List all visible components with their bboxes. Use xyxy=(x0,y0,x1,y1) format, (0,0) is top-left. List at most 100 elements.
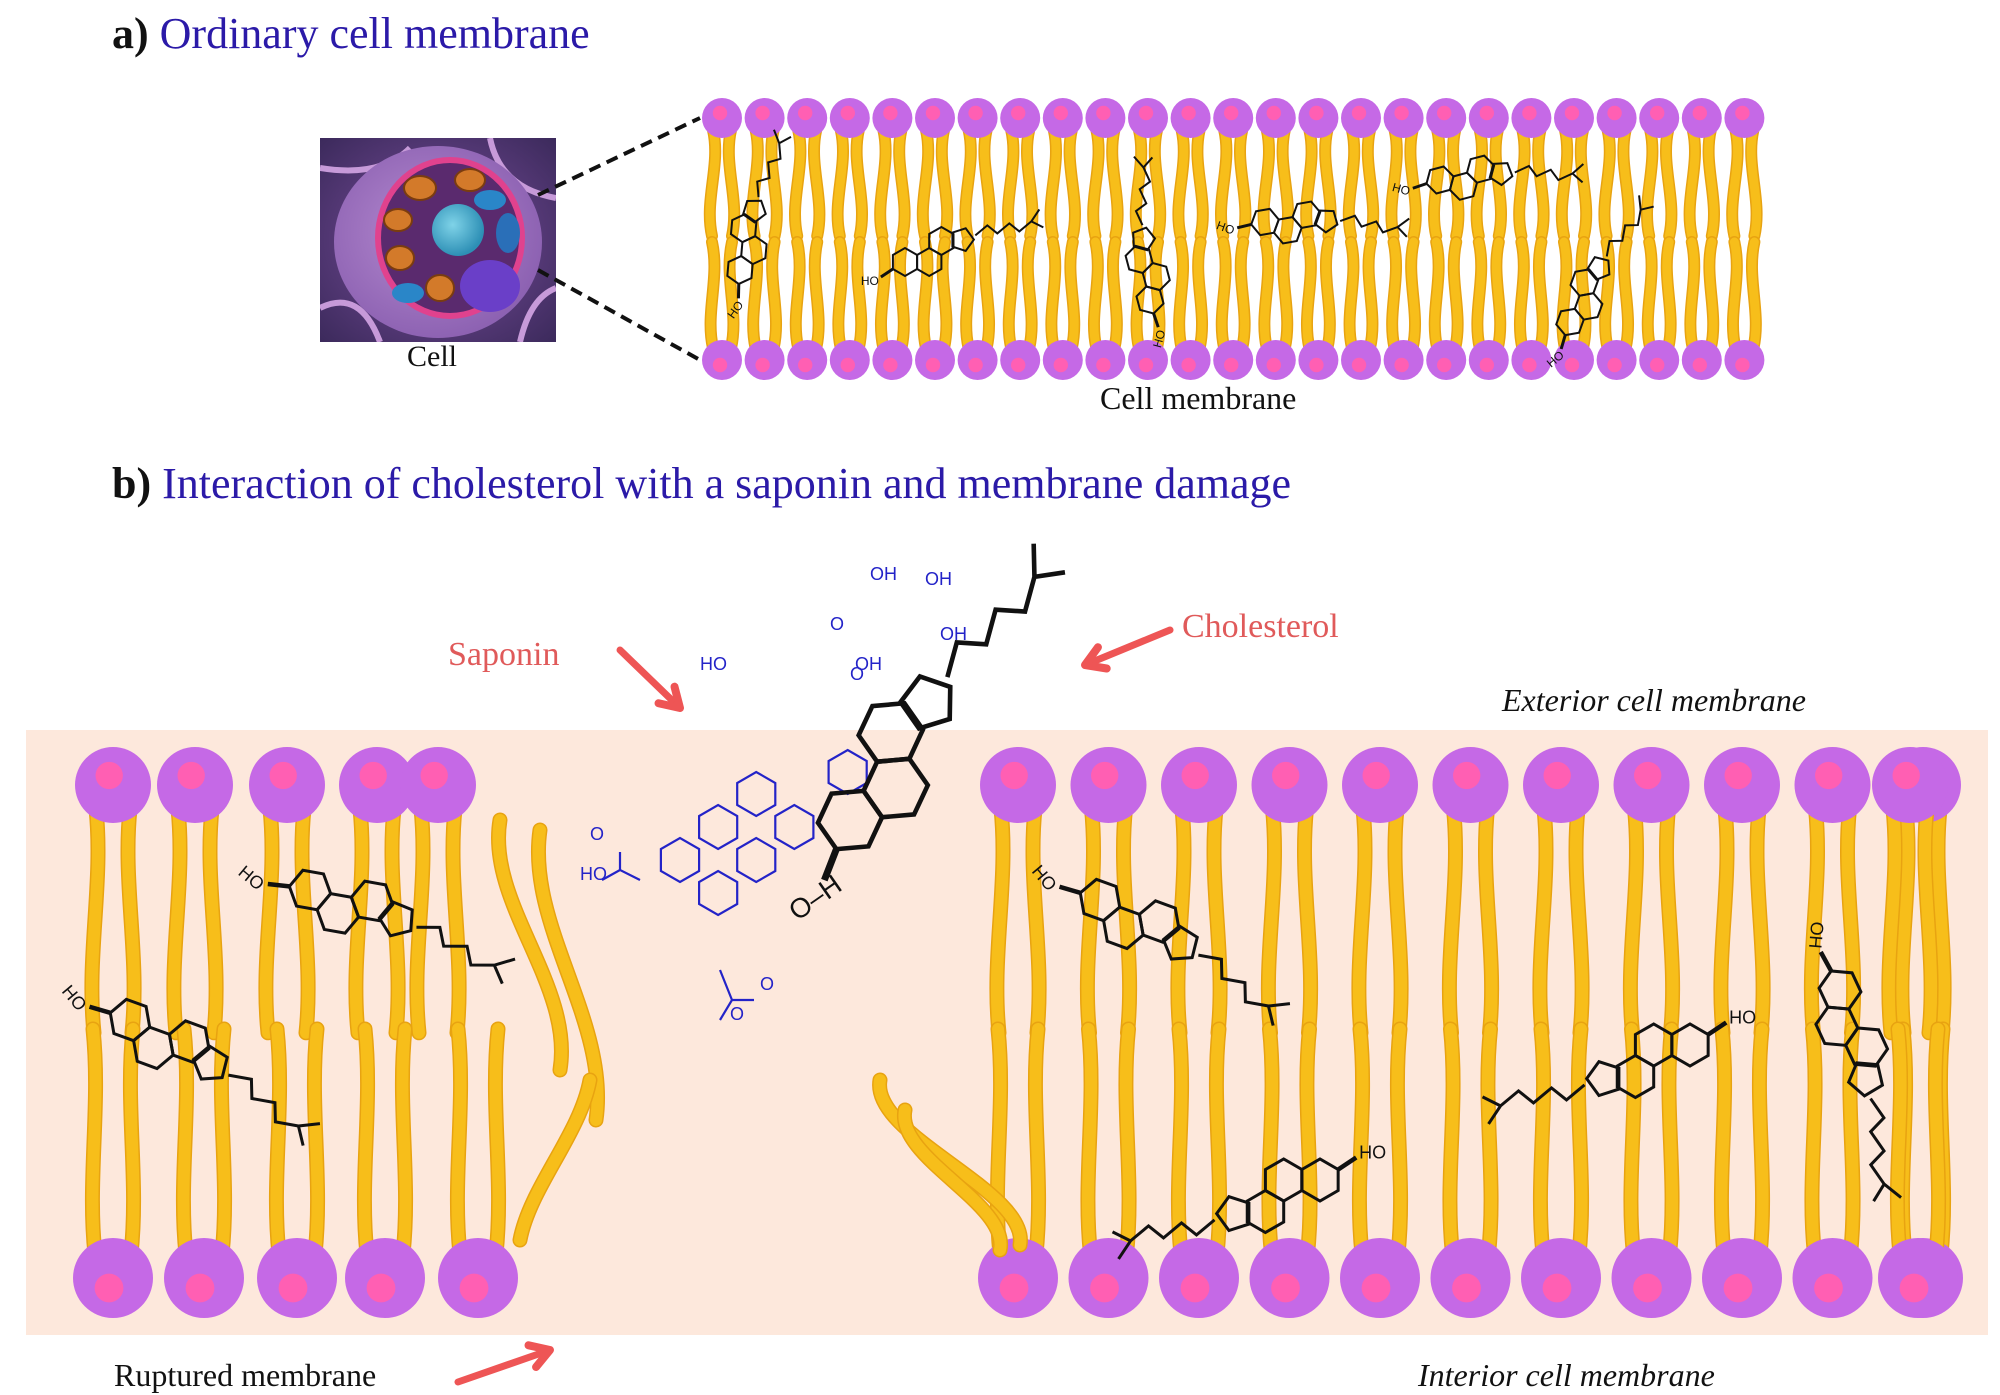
bilayer-b xyxy=(73,747,1963,1318)
ring-d xyxy=(741,199,767,224)
side-chain xyxy=(1514,163,1585,184)
mitochondrion xyxy=(425,274,455,302)
lipid-head-core xyxy=(712,105,728,121)
lipid-tail xyxy=(748,237,762,353)
lipid-tail xyxy=(1533,801,1553,1039)
lipid-tail xyxy=(1131,125,1146,241)
lipid-tail xyxy=(1262,1023,1279,1260)
lipid-head-core xyxy=(755,105,770,121)
lipid-head-core xyxy=(1522,105,1537,121)
lipid-tail xyxy=(1704,125,1719,241)
lipid-head-core xyxy=(94,1273,124,1303)
lipid-head-core xyxy=(1735,105,1750,121)
lipid-tail xyxy=(1704,237,1718,353)
lipid-tail xyxy=(1685,237,1699,353)
ring-c xyxy=(1137,899,1181,944)
hydroxyl-label: OH xyxy=(1805,921,1827,950)
lipid-head-core xyxy=(1351,105,1367,121)
lipid-head-core xyxy=(840,105,855,121)
saponin-ring xyxy=(774,803,815,851)
lipid-tail xyxy=(1150,125,1165,241)
lipid-tail xyxy=(86,1023,102,1260)
ring-c xyxy=(856,700,926,765)
hydroxyl-bond xyxy=(1818,950,1834,973)
ring-c xyxy=(1465,154,1496,184)
bilayer-a xyxy=(702,98,1765,380)
lipid-tail xyxy=(1278,237,1292,353)
lipid-tail xyxy=(1533,125,1549,241)
lipid-tail xyxy=(895,237,909,353)
lipid-head-core xyxy=(1564,105,1580,121)
panel-b-heading: b) Interaction of cholesterol with a sap… xyxy=(112,458,1291,509)
lipid-tail xyxy=(1302,237,1316,353)
side-chain xyxy=(1481,1083,1586,1125)
lipid-head-core xyxy=(1181,357,1196,373)
ring-d xyxy=(1132,226,1157,252)
lipid-head-core xyxy=(1542,1273,1572,1303)
lipid-tail xyxy=(1728,237,1742,353)
lipid-tail xyxy=(937,125,952,241)
lipid-tail xyxy=(1300,1023,1317,1260)
lipid-head-core xyxy=(755,357,770,373)
lipid-head-core xyxy=(840,357,855,373)
lipid-tail xyxy=(919,237,932,353)
lipid-tail xyxy=(1643,237,1657,353)
lipid-tail xyxy=(1023,237,1037,353)
hydroxyl-bond xyxy=(880,267,894,279)
ester-group xyxy=(718,969,754,1021)
hydroxyl-label: HO xyxy=(861,274,879,288)
lipid-head-core xyxy=(1453,761,1481,790)
ring-d xyxy=(1846,1061,1885,1098)
saponin-group-label: O xyxy=(830,614,844,634)
lipid-head-core xyxy=(1181,105,1196,121)
hydroxyl-bond xyxy=(267,881,290,889)
lipid-tail xyxy=(1387,237,1401,353)
cholesterol-molecule: OH xyxy=(1481,1007,1756,1125)
lipid-tail xyxy=(1321,237,1335,353)
lipid-head-core xyxy=(1138,357,1154,373)
ring-c xyxy=(1291,200,1322,229)
lipid-head-core xyxy=(1011,105,1026,121)
lipid-head-core xyxy=(1091,761,1119,790)
saponin-group-label: O xyxy=(730,1004,744,1024)
lipid-tail xyxy=(1661,125,1676,241)
ring-d xyxy=(1586,256,1611,281)
lipid-head-core xyxy=(1011,357,1026,373)
lipid-tail xyxy=(1003,125,1018,241)
lipid-head-core xyxy=(1692,105,1708,121)
vesicle xyxy=(392,283,424,303)
lipid-tail xyxy=(990,801,1010,1039)
lipid-tail xyxy=(1918,801,1938,1039)
lipid-tail xyxy=(451,1023,467,1260)
lipid-head-core xyxy=(1053,105,1069,121)
lipid-tail xyxy=(177,1023,193,1260)
lipid-tail xyxy=(938,237,951,353)
lipid-tail xyxy=(1353,1023,1369,1260)
side-chain xyxy=(1198,953,1291,1026)
lipid-tail xyxy=(1320,125,1336,241)
side-chain xyxy=(1111,1218,1216,1260)
mitochondrion xyxy=(454,168,486,192)
lipid-tail xyxy=(1171,801,1191,1039)
saponin-group-label: HO xyxy=(580,864,607,884)
lipid-tail xyxy=(489,1023,505,1260)
side-chain xyxy=(1605,195,1654,257)
lipid-tail xyxy=(1662,1023,1679,1260)
lipid-tail xyxy=(1841,801,1860,1039)
lipid-tail xyxy=(980,237,994,353)
saponin-group-label: O xyxy=(760,974,774,994)
hydroxyl-bond xyxy=(1336,1155,1358,1172)
hydroxyl-bond xyxy=(1058,884,1081,895)
lipid-tail xyxy=(1746,125,1762,241)
lipid-tail xyxy=(1108,237,1122,353)
lipid-tail xyxy=(852,237,866,353)
lipid-tail xyxy=(1624,1023,1641,1260)
lipid-head-core xyxy=(968,357,983,373)
hydroxyl-label: HO xyxy=(1150,328,1168,349)
saponin-arrow-shaft xyxy=(616,646,684,712)
lipid-head-core xyxy=(883,357,898,373)
lipid-tail xyxy=(1472,237,1486,353)
lipid-head-core xyxy=(278,1273,308,1303)
hydroxyl-bond xyxy=(1412,182,1427,190)
lipid-tail xyxy=(1600,237,1614,353)
